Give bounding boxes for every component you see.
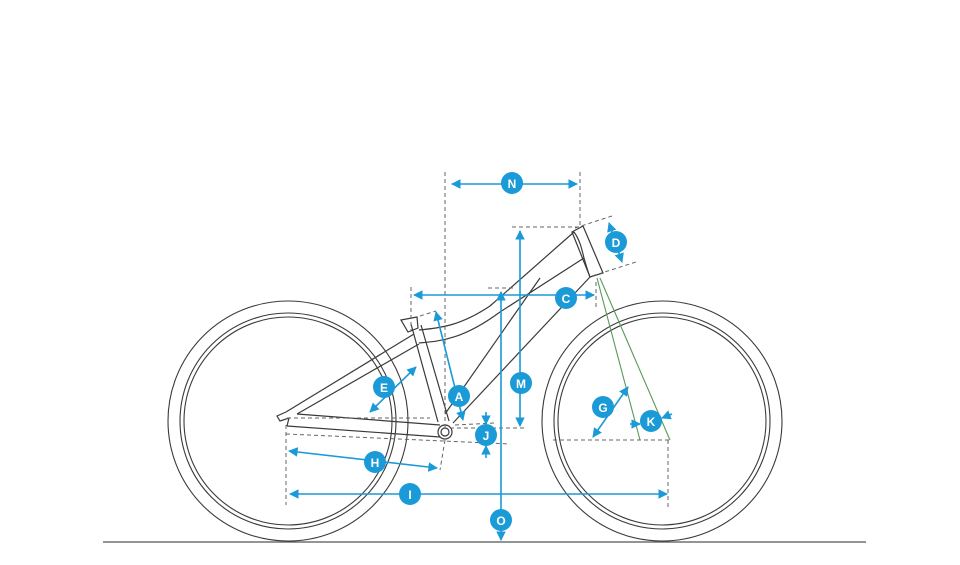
badge-k: K bbox=[640, 410, 662, 432]
svg-text:K: K bbox=[647, 415, 656, 429]
svg-text:C: C bbox=[562, 292, 571, 306]
badge-e: E bbox=[373, 376, 395, 398]
badge-a: A bbox=[448, 385, 470, 407]
svg-text:M: M bbox=[516, 377, 526, 391]
svg-text:D: D bbox=[612, 236, 621, 250]
reference-lines bbox=[285, 172, 670, 510]
svg-text:J: J bbox=[483, 429, 490, 443]
svg-text:I: I bbox=[408, 488, 411, 502]
svg-text:H: H bbox=[371, 456, 380, 470]
svg-text:N: N bbox=[508, 177, 517, 191]
svg-text:A: A bbox=[455, 390, 464, 404]
fork-line bbox=[596, 277, 641, 441]
bike-frame bbox=[276, 225, 604, 440]
badge-d: D bbox=[605, 231, 627, 253]
svg-text:E: E bbox=[380, 381, 388, 395]
badge-m: M bbox=[510, 372, 532, 394]
svg-text:O: O bbox=[496, 514, 505, 528]
badge-g: G bbox=[592, 396, 614, 418]
badge-c: C bbox=[555, 287, 577, 309]
badge-j: J bbox=[475, 424, 497, 446]
badge-h: H bbox=[364, 451, 386, 473]
badge-o: O bbox=[490, 509, 512, 531]
front-wheel bbox=[541, 300, 783, 542]
badge-i: I bbox=[399, 483, 421, 505]
svg-text:G: G bbox=[598, 401, 607, 415]
badge-n: N bbox=[501, 172, 523, 194]
